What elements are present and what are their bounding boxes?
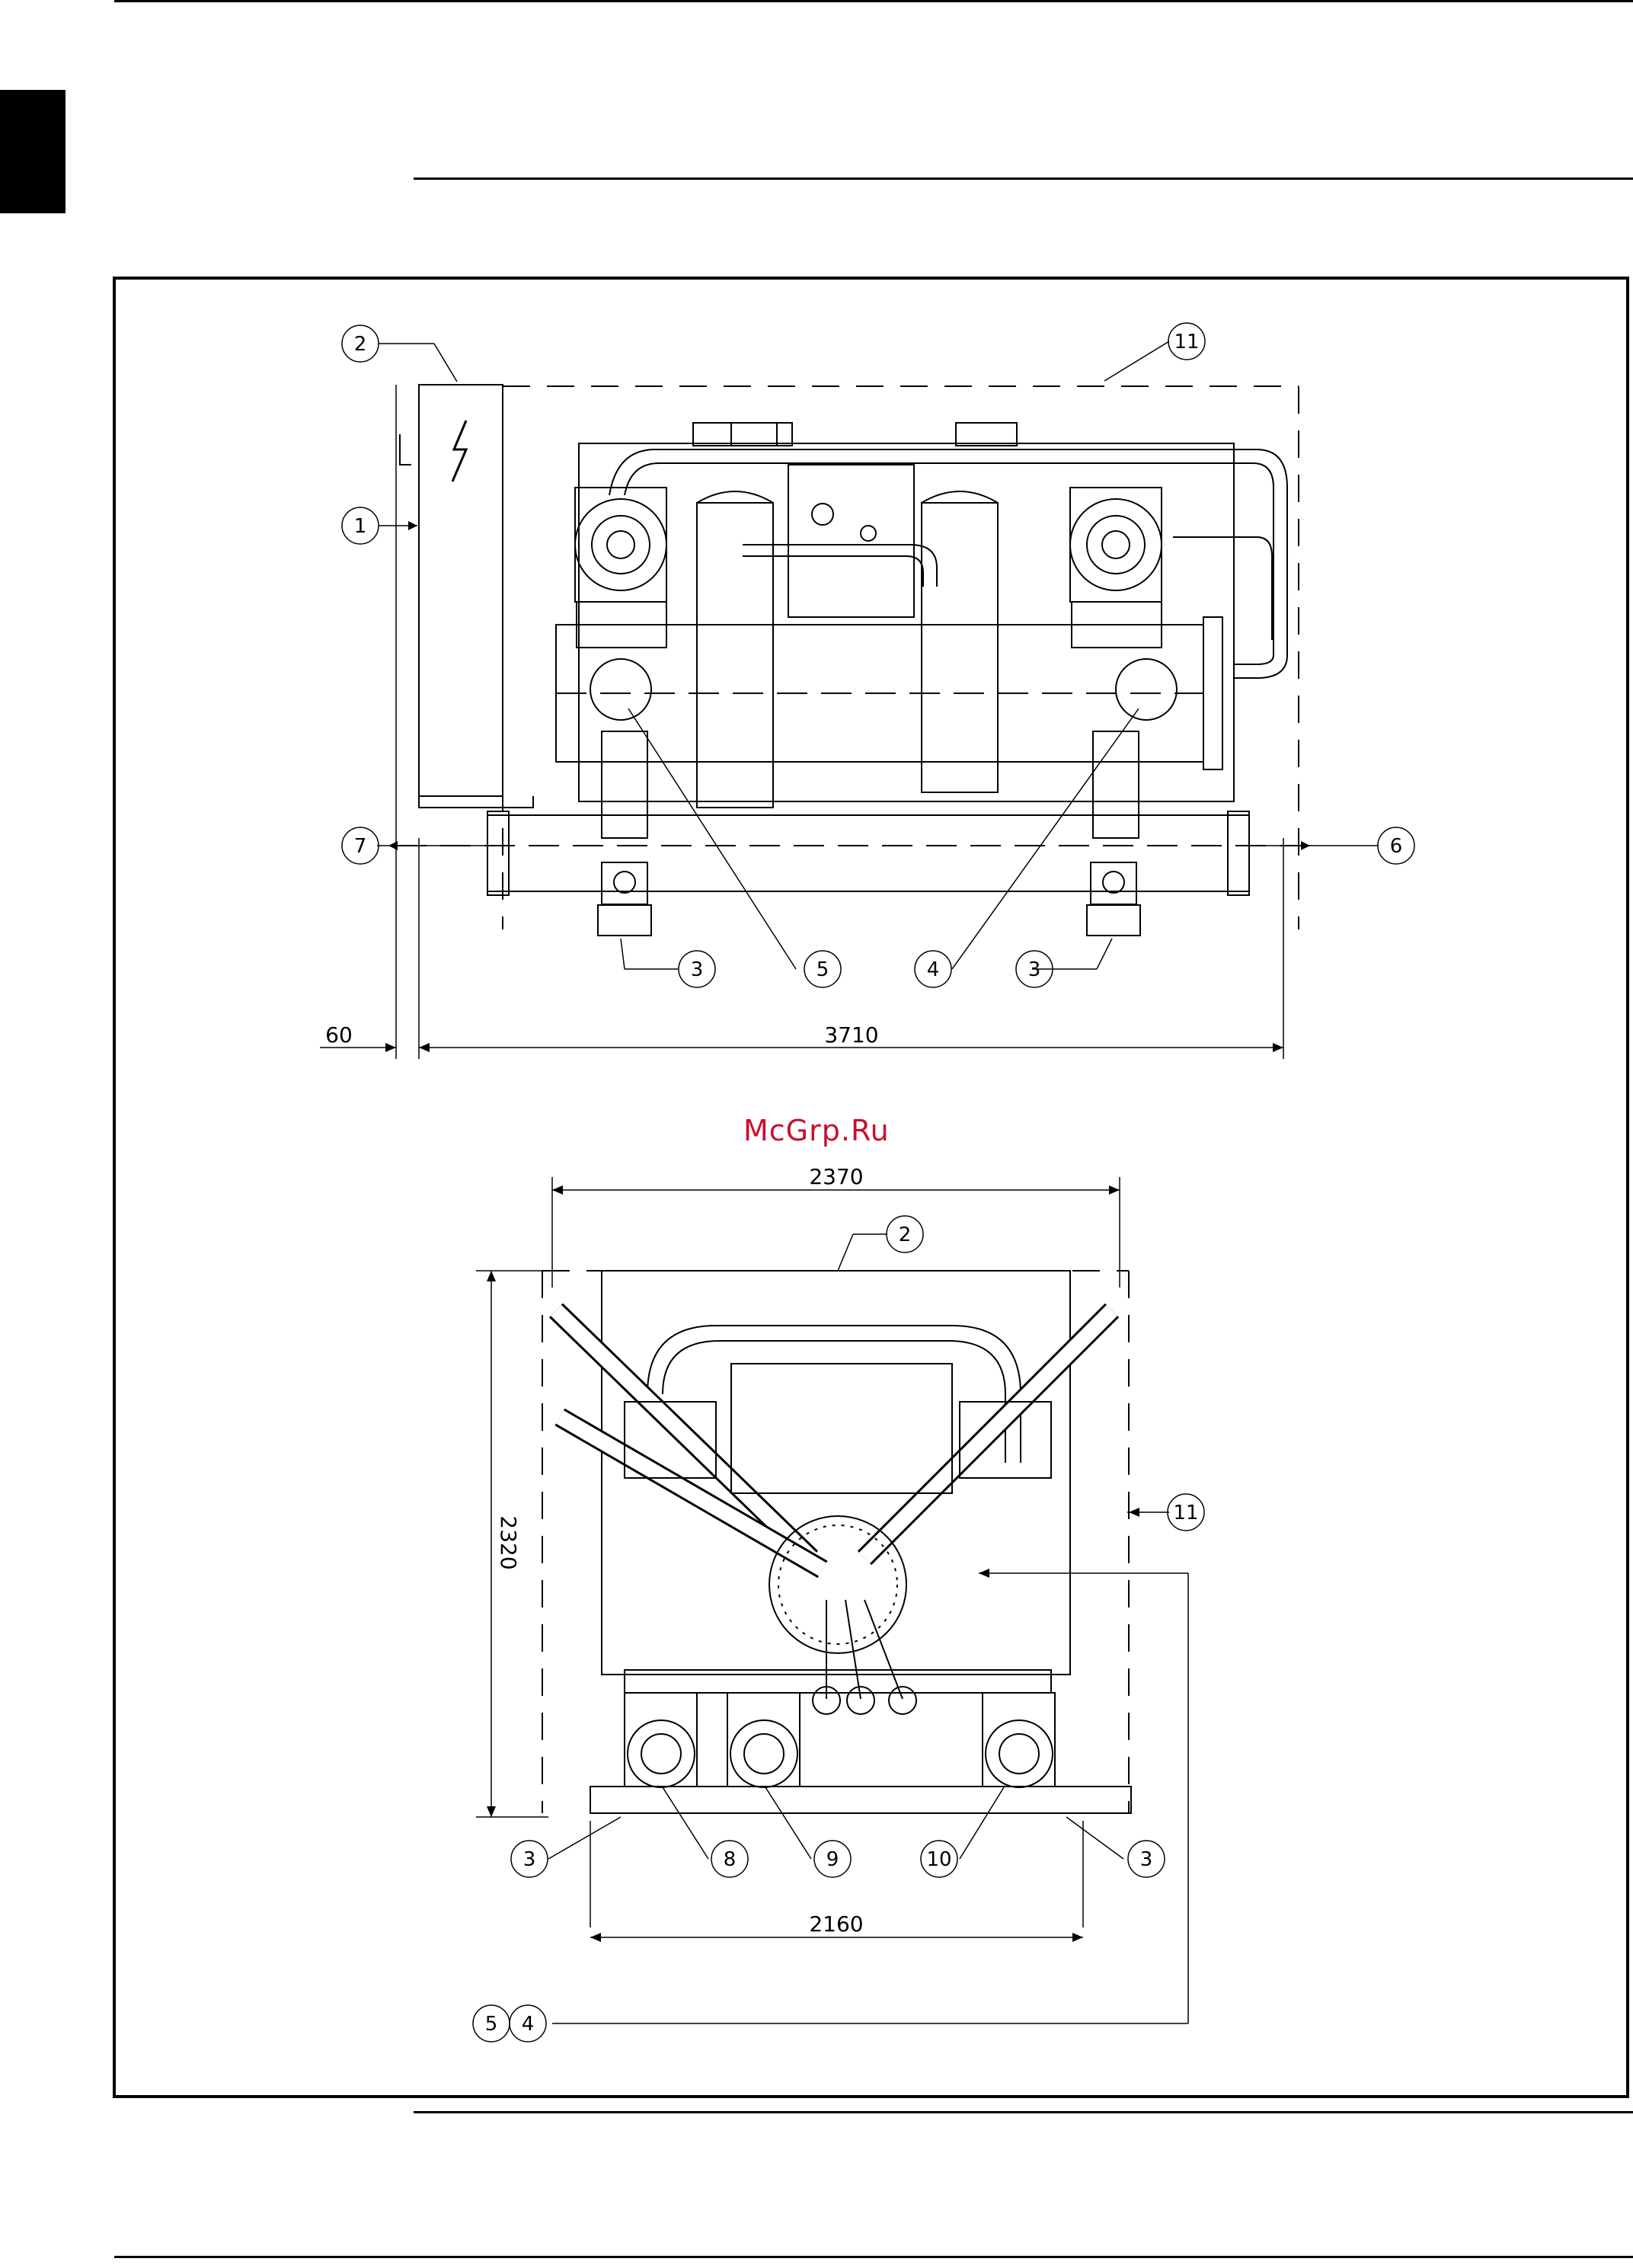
front-view [476, 1177, 1188, 2023]
cap-3 [956, 423, 1017, 446]
callout-8: 8 [724, 1848, 737, 1871]
water-header [396, 811, 1310, 895]
front-nozzles [813, 1600, 916, 1714]
end-plate [769, 1516, 906, 1653]
cap-2 [731, 423, 792, 446]
callout-5-top: 5 [816, 958, 829, 981]
valve-small [861, 526, 876, 541]
callout-10: 10 [926, 1848, 951, 1871]
evaporator-shell [556, 617, 1222, 769]
top-view [320, 341, 1379, 1059]
support-left [602, 731, 647, 838]
front-envelope [542, 1271, 1129, 1813]
callout-2-front: 2 [899, 1224, 912, 1246]
receiver-right [922, 491, 998, 792]
callout-9: 9 [826, 1848, 839, 1871]
dim-2370: 2370 [809, 1164, 863, 1189]
front-leaders [548, 1234, 1188, 2023]
callout-7: 7 [354, 835, 367, 858]
flange-right [1087, 862, 1140, 936]
lightning-icon [452, 421, 466, 481]
base-rail-top [625, 1670, 1051, 1693]
dim-3710: 3710 [824, 1022, 878, 1048]
discharge-pipe-top [609, 449, 1287, 678]
valve-gauge [812, 504, 833, 525]
callout-4-front: 4 [522, 2013, 535, 2036]
callout-3-front-right: 3 [1140, 1848, 1153, 1871]
callout-1: 1 [354, 515, 367, 538]
flange-left [598, 862, 651, 936]
callout-3-top-left: 3 [691, 958, 704, 981]
top-view-envelope [503, 386, 1299, 929]
front-compressor [731, 1364, 952, 1493]
dim-60: 60 [325, 1022, 353, 1048]
electrical-panel [419, 385, 533, 808]
callout-3-top-right: 3 [1028, 958, 1041, 981]
callout-3-front-left: 3 [523, 1848, 536, 1871]
unit-frame [579, 443, 1234, 801]
callout-labels: 2 11 1 7 6 3 5 4 3 2 11 3 8 9 10 3 5 4 [354, 331, 1403, 2036]
front-arrowheads [979, 1508, 1139, 1578]
suction-pipe [743, 545, 937, 587]
base-plate [590, 1787, 1131, 1813]
connection-9 [727, 1693, 800, 1787]
callout-2-top: 2 [354, 333, 367, 356]
callout-6: 6 [1390, 835, 1403, 858]
pipe-diag-right-inner [864, 1310, 1112, 1558]
top-dimensions [320, 385, 1283, 1059]
connection-8 [625, 1693, 697, 1787]
receiver-left [697, 491, 773, 808]
hinge-detail [400, 434, 411, 465]
cap-1 [693, 423, 777, 446]
callout-4-top: 4 [927, 958, 940, 981]
callout-5-front: 5 [485, 2013, 498, 2036]
compressor-right [1070, 488, 1162, 648]
connection-10 [983, 1693, 1055, 1787]
valve-block [788, 465, 914, 617]
suction-pipe-inner [743, 556, 923, 587]
callout-11-front: 11 [1173, 1502, 1198, 1524]
callout-11-top: 11 [1174, 331, 1199, 353]
dim-2320: 2320 [496, 1515, 521, 1569]
dim-2160: 2160 [809, 1911, 863, 1937]
compressor-left [575, 488, 666, 648]
support-right [1093, 731, 1139, 838]
